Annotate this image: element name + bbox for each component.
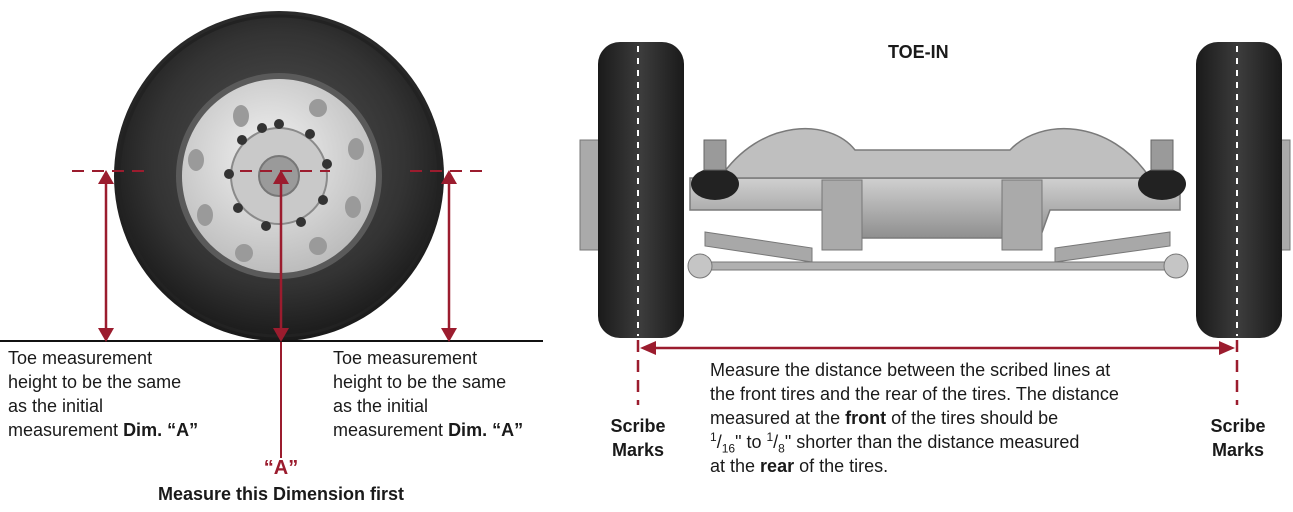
dimension-a-label: “A” — [263, 457, 299, 479]
instruction-line4-suffix: " shorter than the distance measured — [784, 432, 1080, 452]
left-tire-side — [598, 42, 684, 338]
scribe-marks-left: Scribe Marks — [598, 414, 678, 462]
frac2-den: 8 — [778, 441, 785, 456]
instruction-line3: measured at the front of the tires shoul… — [710, 406, 1190, 430]
instruction-front: front — [845, 408, 887, 428]
right-note-line3: as the initial — [333, 396, 429, 416]
right-tire-side — [1196, 42, 1282, 338]
axle-assembly — [579, 127, 1291, 279]
instruction-line3-prefix: measured at the — [710, 408, 846, 428]
right-note-line1: Toe measurement — [333, 348, 478, 368]
instruction-text: Measure the distance between the scribed… — [710, 358, 1190, 478]
scribe-mark-lines — [636, 340, 1239, 405]
frac1-num: 1 — [710, 430, 717, 444]
distance-arrow — [640, 341, 1235, 355]
right-note-dim: Dim. “A” — [448, 420, 524, 440]
scribe-right-line1: Scribe — [1210, 416, 1266, 436]
instruction-line2: the front tires and the rear of the tire… — [710, 384, 1119, 404]
instruction-line1: Measure the distance between the scribed… — [710, 360, 1111, 380]
instruction-rear: rear — [760, 456, 795, 476]
right-note-line2: height to be the same — [333, 372, 507, 392]
frac1-den: 16 — [721, 441, 736, 456]
frac2-num: 1 — [766, 430, 774, 444]
frac-mid: " to — [735, 432, 767, 452]
instruction-line4: 1/16" to 1/8" shorter than the distance … — [710, 430, 1080, 456]
dimension-caption: Measure this Dimension first — [157, 484, 405, 504]
scribe-left-line1: Scribe — [610, 416, 666, 436]
left-note-line3: as the initial — [8, 396, 104, 416]
page-title: TOE-IN — [888, 42, 949, 62]
left-note-line4: measurement Dim. “A” — [8, 418, 198, 442]
scribe-left-line2: Marks — [611, 440, 665, 460]
left-note-line2: height to be the same — [8, 372, 182, 392]
left-note-line1: Toe measurement — [8, 348, 153, 368]
scribe-right-line2: Marks — [1211, 440, 1265, 460]
dimension-arrows — [98, 170, 457, 458]
right-note-prefix: measurement — [333, 420, 449, 440]
instruction-line3-suffix: of the tires should be — [886, 408, 1059, 428]
right-note-line4: measurement Dim. “A” — [333, 418, 523, 442]
right-note: Toe measurement height to be the same as… — [333, 346, 523, 442]
instruction-line5-prefix: at the — [710, 456, 761, 476]
instruction-line5-suffix: of the tires. — [794, 456, 889, 476]
left-note-prefix: measurement — [8, 420, 124, 440]
left-note: Toe measurement height to be the same as… — [8, 346, 198, 442]
left-note-dim: Dim. “A” — [123, 420, 199, 440]
scribe-marks-right: Scribe Marks — [1198, 414, 1278, 462]
instruction-line5: at the rear of the tires. — [710, 454, 1190, 478]
